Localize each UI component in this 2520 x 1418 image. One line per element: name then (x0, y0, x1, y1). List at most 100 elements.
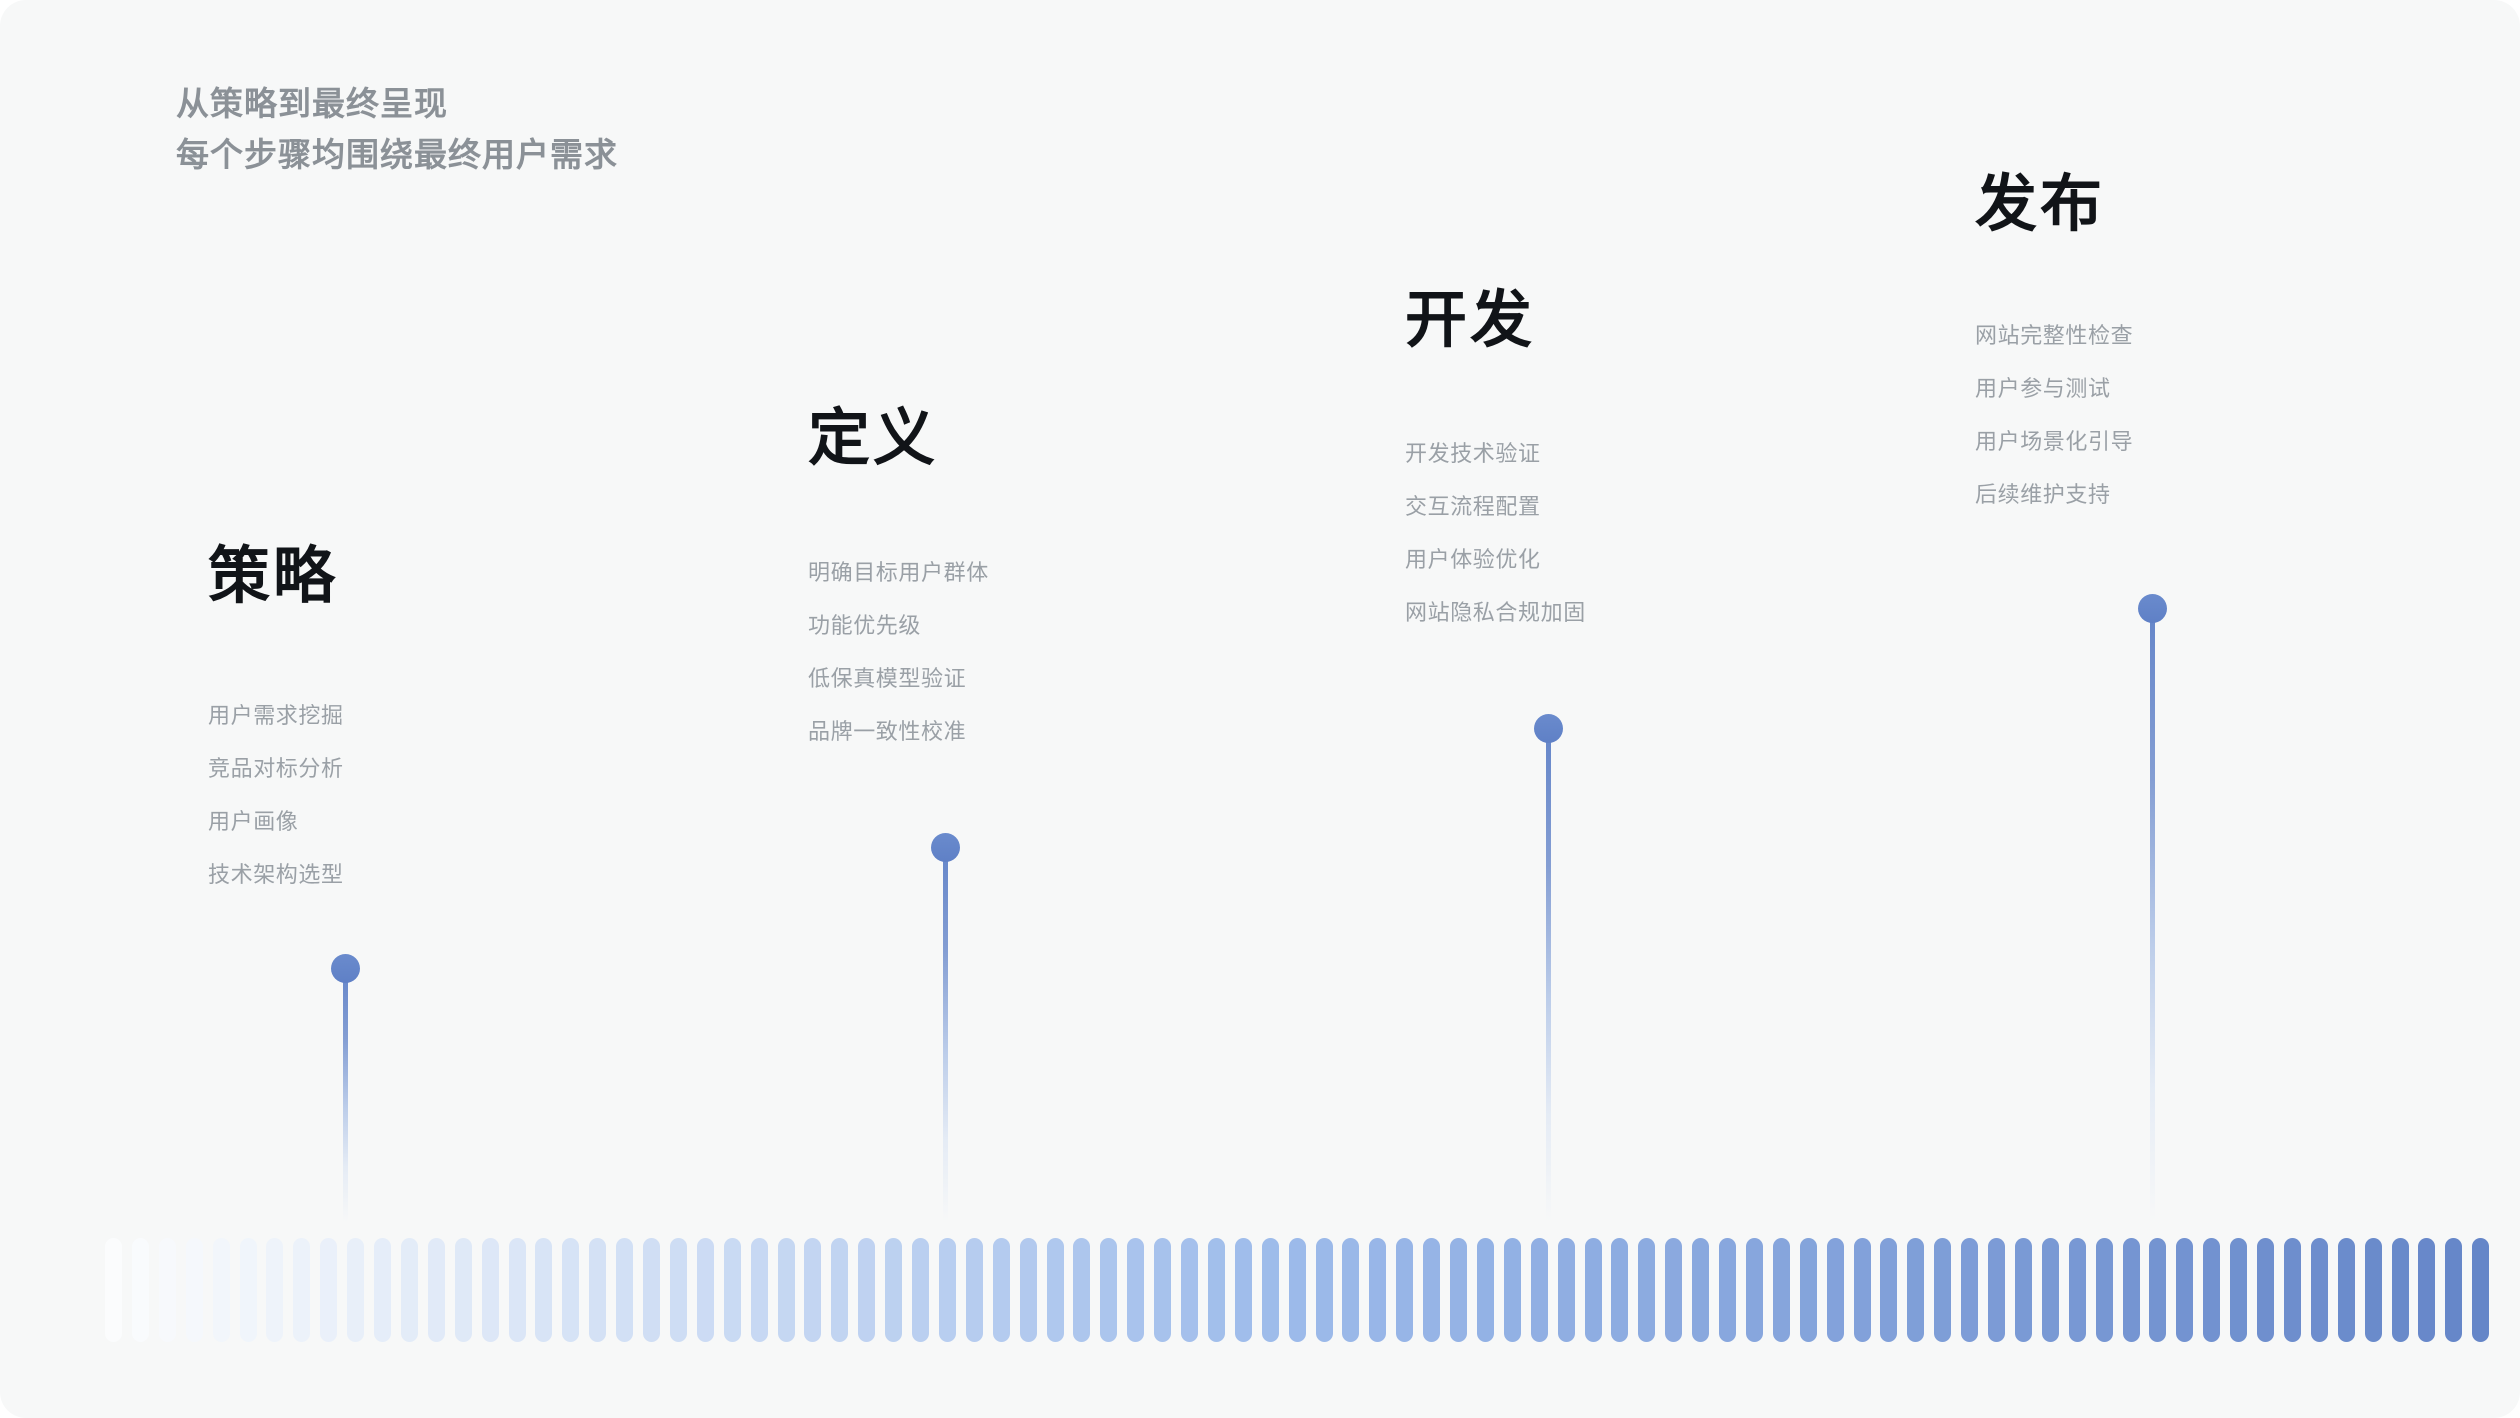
rhythm-bar (562, 1238, 580, 1342)
marker-stem (942, 847, 948, 1222)
rhythm-bar (535, 1238, 553, 1342)
marker-stem (342, 968, 348, 1222)
marker-dot[interactable] (930, 832, 960, 862)
rhythm-bar (2014, 1238, 2032, 1342)
stage-item: 网站隐私合规加固 (1405, 600, 1586, 625)
page-title: 从策略到最终呈现 每个步骤均围绕最终用户需求 (176, 78, 618, 180)
rhythm-bar (1450, 1238, 1467, 1342)
rhythm-bar (2203, 1238, 2221, 1342)
stage-item: 后续维护支持 (1975, 482, 2111, 507)
rhythm-bar (669, 1238, 687, 1342)
rhythm-bar (1530, 1238, 1548, 1342)
rhythm-bar (1665, 1238, 1683, 1342)
rhythm-bar (1342, 1238, 1360, 1342)
rhythm-bar (239, 1238, 257, 1342)
rhythm-bar (2257, 1238, 2274, 1342)
rhythm-bar (589, 1238, 607, 1342)
marker-dot[interactable] (2137, 593, 2167, 623)
rhythm-bar (2041, 1238, 2059, 1342)
rhythm-bar (912, 1238, 929, 1342)
rhythm-bar (2122, 1238, 2140, 1342)
rhythm-bar (1719, 1238, 1736, 1342)
rhythm-bar (1127, 1238, 1145, 1342)
rhythm-bar (105, 1238, 122, 1342)
stage-item: 低保真模型验证 (808, 666, 967, 691)
stage-item: 用户场景化引导 (1975, 429, 2134, 454)
rhythm-bar (1772, 1238, 1790, 1342)
rhythm-bar (374, 1238, 391, 1342)
rhythm-bar (2095, 1238, 2113, 1342)
rhythm-bar (1046, 1238, 1064, 1342)
rhythm-bar (1261, 1238, 1279, 1342)
rhythm-bar (2068, 1238, 2086, 1342)
rhythm-bar (293, 1238, 311, 1342)
rhythm-bar (1207, 1238, 1225, 1342)
rhythm-bar (1584, 1238, 1602, 1342)
stage-item: 功能优先级 (808, 613, 922, 638)
rhythm-bar (885, 1238, 903, 1342)
rhythm-bar (1073, 1238, 1091, 1342)
stage-item: 竞品对标分析 (208, 756, 344, 781)
stage-item: 网站完整性检查 (1975, 323, 2134, 348)
rhythm-bar (777, 1238, 795, 1342)
rhythm-bar (1315, 1238, 1333, 1342)
stage-item: 交互流程配置 (1405, 494, 1541, 519)
rhythm-bar (616, 1238, 634, 1342)
marker-stem (2149, 608, 2155, 1222)
rhythm-bar (2230, 1238, 2248, 1342)
rhythm-bar (1638, 1238, 1656, 1342)
header-line-1: 从策略到最终呈现 (176, 85, 448, 122)
rhythm-bar (481, 1238, 499, 1342)
rhythm-bar (2391, 1238, 2409, 1342)
marker-dot[interactable] (330, 953, 360, 983)
rhythm-bar (1988, 1238, 2005, 1342)
rhythm-bar (1369, 1238, 1387, 1342)
rhythm-bar (1853, 1238, 1871, 1342)
rhythm-bar (508, 1238, 526, 1342)
rhythm-bar (2418, 1238, 2436, 1342)
rhythm-bar (1100, 1238, 1118, 1342)
rhythm-bar (831, 1238, 849, 1342)
rhythm-bar (427, 1238, 445, 1342)
stage-item: 开发技术验证 (1405, 441, 1541, 466)
rhythm-bar (1799, 1238, 1817, 1342)
rhythm-bar (400, 1238, 418, 1342)
rhythm-bar (1503, 1238, 1521, 1342)
stage-item: 用户需求挖掘 (208, 703, 344, 728)
rhythm-bar (1423, 1238, 1441, 1342)
rhythm-bar (804, 1238, 822, 1342)
rhythm-bar (1907, 1238, 1925, 1342)
stage-item: 用户体验优化 (1405, 547, 1541, 572)
rhythm-bar (347, 1238, 365, 1342)
rhythm-bar (2364, 1238, 2382, 1342)
stage-item: 技术架构选型 (208, 862, 344, 887)
marker-dot[interactable] (1533, 713, 1563, 743)
stage-item: 品牌一致性校准 (808, 719, 967, 744)
marker-stem (1545, 728, 1551, 1222)
stage-item: 用户画像 (208, 809, 299, 834)
rhythm-bar (2283, 1238, 2301, 1342)
rhythm-bar (2176, 1238, 2194, 1342)
rhythm-bar (1934, 1238, 1952, 1342)
rhythm-bar (2472, 1238, 2490, 1342)
rhythm-bar (1961, 1238, 1979, 1342)
header-line-2: 每个步骤均围绕最终用户需求 (176, 136, 618, 174)
rhythm-bar (1476, 1238, 1494, 1342)
rhythm-bar (158, 1238, 176, 1342)
stage-item: 用户参与测试 (1975, 376, 2111, 401)
rhythm-bar (1692, 1238, 1710, 1342)
rhythm-bar (1181, 1238, 1198, 1342)
rhythm-bar (131, 1238, 149, 1342)
rhythm-bar (1154, 1238, 1172, 1342)
rhythm-bar (1826, 1238, 1844, 1342)
stage-items-4: 网站完整性检查用户参与测试用户场景化引导后续维护支持 (1975, 325, 2133, 506)
stage-items-3: 开发技术验证交互流程配置用户体验优化网站隐私合规加固 (1405, 443, 1586, 624)
stage-title-3: 开发 (1405, 286, 1536, 355)
rhythm-bar (2310, 1238, 2328, 1342)
rhythm-bar (1557, 1238, 1575, 1342)
rhythm-bar (266, 1238, 284, 1342)
stage-items-1: 用户需求挖掘竞品对标分析用户画像技术架构选型 (208, 705, 344, 886)
rhythm-bar (643, 1238, 660, 1342)
rhythm-bar (454, 1238, 472, 1342)
